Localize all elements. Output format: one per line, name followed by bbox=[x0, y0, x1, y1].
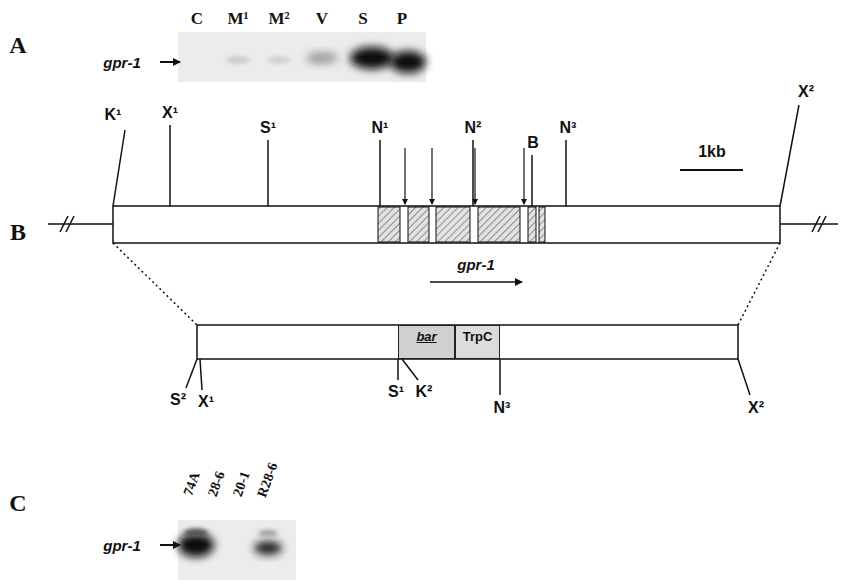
figure-label: R28-6 bbox=[255, 461, 280, 499]
panel-letter: A bbox=[9, 33, 26, 57]
figure-label: B bbox=[527, 135, 539, 151]
figure-label: N³ bbox=[560, 120, 577, 136]
intron-arrows bbox=[405, 148, 524, 204]
figure-label: S² bbox=[170, 392, 186, 408]
band-pointer bbox=[160, 544, 180, 546]
cassette-label: TrpC bbox=[463, 329, 493, 344]
cassette-box: TrpC bbox=[455, 325, 500, 359]
transcription-arrow bbox=[430, 281, 522, 283]
panel-letter: B bbox=[10, 220, 26, 244]
figure-label: N³ bbox=[494, 400, 511, 416]
figure-label: X¹ bbox=[198, 394, 214, 410]
northern-blot bbox=[178, 32, 426, 82]
figure-label: gpr-1 bbox=[457, 257, 495, 272]
figure-label: gpr-1 bbox=[103, 538, 141, 553]
figure-label: P bbox=[397, 10, 407, 27]
figure-label: V bbox=[316, 10, 328, 27]
northern-blot bbox=[178, 520, 296, 580]
figure-label: S¹ bbox=[388, 384, 404, 400]
figure-label: M² bbox=[268, 10, 289, 27]
figure-label: X¹ bbox=[162, 105, 178, 121]
figure-label: gpr-1 bbox=[103, 55, 141, 70]
cassette-box: bar bbox=[398, 325, 455, 359]
figure-label: X² bbox=[748, 400, 764, 416]
figure-label: M¹ bbox=[227, 10, 248, 27]
figure-label: 28-6 bbox=[206, 470, 228, 499]
figure-label: C bbox=[191, 10, 203, 27]
figure-label: N¹ bbox=[372, 120, 389, 136]
figure-label: S¹ bbox=[260, 120, 276, 136]
figure-label: 74A bbox=[181, 470, 202, 497]
band-pointer bbox=[160, 61, 180, 63]
cassette-label: bar bbox=[416, 329, 436, 344]
panel-letter: C bbox=[9, 491, 26, 515]
figure-label: K² bbox=[416, 384, 433, 400]
figure-label: N² bbox=[465, 120, 482, 136]
genomic-map bbox=[48, 105, 838, 395]
figure-label: 1kb bbox=[698, 144, 726, 160]
figure-label: K¹ bbox=[105, 107, 122, 123]
figure-label: S bbox=[358, 10, 367, 27]
figure-label: 20-1 bbox=[231, 470, 253, 499]
figure-label: X² bbox=[798, 84, 814, 100]
